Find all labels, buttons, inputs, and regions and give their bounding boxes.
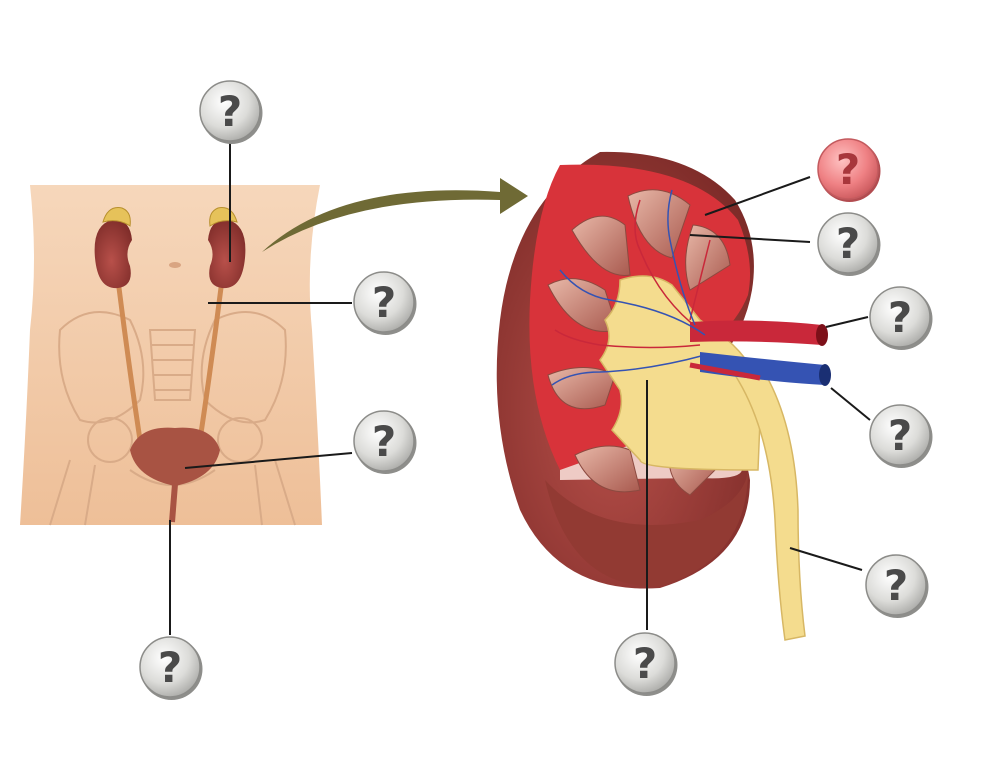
ureter-pointer-button[interactable]: ? — [353, 271, 417, 335]
renal-artery-pointer-button[interactable]: ? — [869, 286, 933, 350]
question-mark-text: ? — [633, 639, 657, 688]
label-button-circle — [869, 286, 931, 348]
question-mark-text: ? — [836, 219, 860, 268]
question-mark-text: ? — [836, 145, 860, 194]
bladder — [130, 427, 220, 486]
kidney-cross-section — [496, 151, 831, 641]
renal-cortex-pointer-button[interactable]: ? — [817, 138, 881, 202]
renal-vein-opening — [819, 364, 831, 386]
question-label-buttons: ?????????? — [139, 80, 933, 700]
question-mark-text: ? — [218, 87, 242, 136]
renal-medulla-pointer-button[interactable]: ? — [817, 212, 881, 276]
adrenal-kidney-pointer-button[interactable]: ? — [199, 80, 263, 144]
renal-artery — [690, 320, 822, 345]
renal-artery-opening — [816, 324, 828, 346]
renal-pyramids — [547, 189, 731, 496]
urethra-pointer-button[interactable]: ? — [139, 636, 203, 700]
label-button-circle — [869, 404, 931, 466]
torso-illustration — [20, 185, 322, 526]
navel — [169, 262, 181, 268]
bladder-pointer-button[interactable]: ? — [353, 410, 417, 474]
torso-body — [20, 185, 322, 525]
label-button-circle — [353, 410, 415, 472]
left-ureter — [115, 279, 143, 441]
leader-lines — [169, 140, 871, 635]
label-button-circle — [817, 138, 879, 200]
label-button-circle — [139, 636, 201, 698]
question-mark-text: ? — [158, 643, 182, 692]
question-mark-text: ? — [372, 417, 396, 466]
label-button-circle — [614, 632, 676, 694]
urethra — [169, 483, 178, 523]
interlobar-vessels — [551, 189, 711, 386]
right-kidney — [208, 219, 246, 289]
left-kidney — [94, 219, 132, 289]
label-button-circle — [199, 80, 261, 142]
question-mark-text: ? — [888, 411, 912, 460]
zoom-arrow — [262, 178, 528, 252]
left-adrenal-gland — [102, 207, 131, 227]
label-button-circle — [865, 554, 927, 616]
right-ureter — [197, 279, 225, 441]
question-mark-text: ? — [884, 561, 908, 610]
question-mark-text: ? — [888, 293, 912, 342]
label-button-circle — [353, 271, 415, 333]
label-button-circle — [817, 212, 879, 274]
renal-vein-pointer-button[interactable]: ? — [869, 404, 933, 468]
kidney-ureter-pointer-button[interactable]: ? — [865, 554, 929, 618]
renal-vein — [700, 352, 825, 385]
kidney-ureter — [733, 364, 806, 641]
renal-pelvis-pointer-button[interactable]: ? — [614, 632, 678, 696]
question-mark-text: ? — [372, 278, 396, 327]
segmental-artery — [689, 362, 761, 381]
